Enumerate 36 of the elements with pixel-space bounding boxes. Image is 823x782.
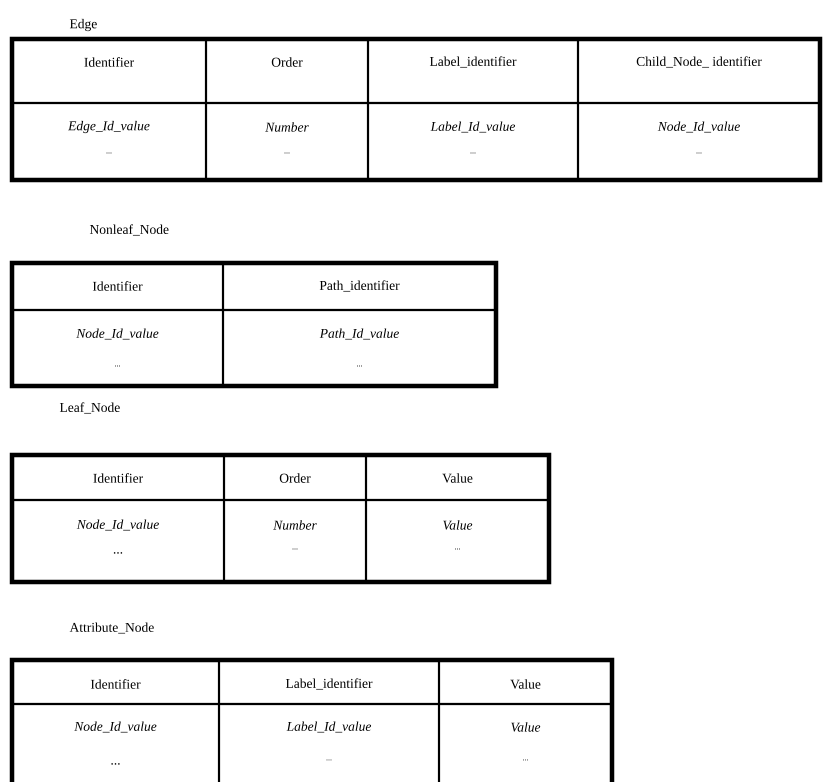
column-header: Value — [510, 679, 540, 689]
column-header: Label_identifier — [286, 678, 372, 690]
table-title: Edge — [70, 18, 97, 32]
column-header: Identifier — [93, 473, 143, 483]
cell-value: Number — [265, 122, 309, 132]
cell-value: Edge_Id_value — [68, 120, 150, 134]
cell-value: Value — [443, 520, 472, 530]
cell-value: Label_Id_value — [430, 121, 516, 133]
column-header: Value — [442, 473, 472, 483]
ellipsis: ... — [696, 152, 702, 154]
table-title: Attribute_Node — [70, 622, 154, 634]
column-header: Order — [280, 473, 311, 483]
column-header: Order — [272, 57, 303, 67]
table-title: Leaf_Node — [60, 402, 120, 414]
ellipsis: ... — [106, 152, 112, 154]
ellipsis: ... — [455, 548, 460, 550]
cell-value: Value — [511, 722, 540, 732]
cell-value: Node_Id_value — [74, 721, 156, 733]
ellipsis: ... — [111, 763, 120, 765]
ellipsis: ... — [284, 152, 290, 154]
column-header: Label_identifier — [430, 56, 516, 68]
ellipsis: ... — [114, 552, 122, 554]
ellipsis: ... — [292, 548, 298, 550]
ellipsis: ... — [470, 152, 476, 154]
column-header: Path_identifier — [320, 280, 400, 292]
column-header: Identifier — [92, 281, 142, 291]
cell-value: Node_Id_value — [76, 328, 158, 340]
column-header: Child_Node_ identifier — [636, 56, 762, 68]
cell-value: Number — [273, 520, 317, 530]
cell-value: Node_Id_value — [76, 519, 159, 531]
column-header: Identifier — [84, 57, 134, 67]
cell-value: Label_Id_value — [286, 721, 372, 733]
cell-value: Node_Id_value — [658, 121, 740, 133]
table-title: Nonleaf_Node — [90, 224, 169, 236]
cell-value: Path_Id_value — [320, 328, 399, 340]
column-header: Identifier — [90, 679, 140, 689]
